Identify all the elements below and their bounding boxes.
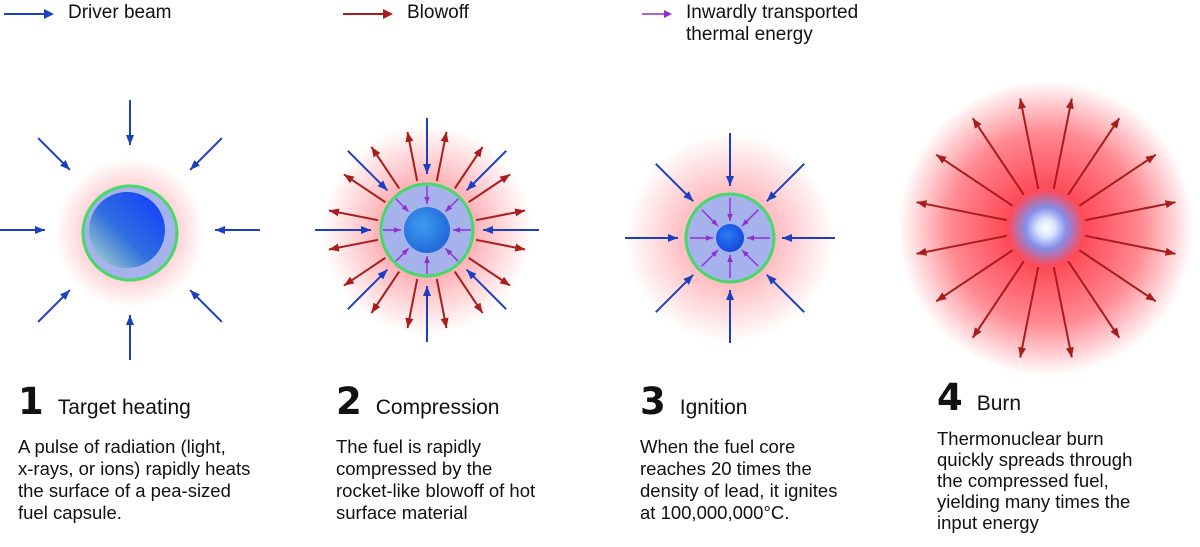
step-title: Ignition (679, 396, 748, 419)
blowoff-arrow (916, 200, 1007, 222)
step-description: When the fuel core reaches 20 times the … (640, 436, 838, 523)
blowoff-arrow (343, 173, 386, 204)
red-arrow-icon (343, 9, 393, 19)
blowoff-arrow (475, 208, 526, 222)
driver-beam-arrow (189, 137, 223, 171)
blowoff-arrow (1018, 267, 1040, 358)
step-1: 1 Target heating A pulse of radiation (l… (18, 382, 250, 524)
step-description: Thermonuclear burn quickly spreads throu… (937, 428, 1133, 533)
step-4: 4 Burn Thermonuclear burn quickly spread… (937, 376, 1133, 534)
thermal-arrow (395, 247, 410, 262)
driver-beam-arrow (37, 137, 71, 171)
legend-driver-beam: Driver beam (4, 2, 171, 24)
thermal-arrow (701, 249, 719, 267)
blue-arrow-icon (4, 9, 54, 19)
step-title: Target heating (57, 396, 191, 419)
legend-label: Driver beam (68, 2, 172, 23)
blowoff-arrow (370, 146, 401, 189)
stage-2-driver-beams (315, 118, 539, 342)
driver-beam-arrow (189, 289, 223, 323)
driver-beam-arrow (766, 274, 805, 313)
legend-blowoff: Blowoff (343, 2, 469, 24)
thermal-arrow (741, 249, 759, 267)
blowoff-arrow (916, 234, 1007, 256)
legend-label: Blowoff (407, 2, 469, 23)
driver-beam-arrow (766, 163, 805, 202)
blowoff-arrow (1085, 234, 1176, 256)
blowoff-arrow (435, 131, 449, 182)
blowoff-arrow (405, 278, 419, 329)
step-3: 3 Ignition When the fuel core reaches 20… (640, 382, 837, 524)
blowoff-arrow (971, 117, 1025, 196)
blowoff-arrow (328, 238, 379, 252)
step-title: Compression (375, 396, 500, 419)
driver-beam-arrow (465, 150, 507, 192)
stage-4-fireball (898, 80, 1194, 376)
stage-3-driver-beams (625, 133, 835, 343)
blowoff-arrow (468, 256, 511, 287)
driver-beam-arrow (655, 163, 694, 202)
purple-arrow-icon (642, 10, 672, 18)
step-description: The fuel is rapidly compressed by the ro… (336, 436, 536, 523)
stage-1-driver-beams (0, 100, 260, 360)
step-description: A pulse of radiation (light, x-rays, or … (18, 436, 251, 523)
legend-label: Inwardly transported thermal energy (686, 2, 859, 45)
driver-beam-arrow (655, 274, 694, 313)
stage-3-fuel-core (716, 224, 744, 252)
thermal-arrow (395, 198, 410, 213)
blowoff-arrow (971, 260, 1025, 339)
driver-beam-arrow (347, 268, 389, 310)
blowoff-arrow (405, 131, 419, 182)
thermal-arrow (444, 198, 459, 213)
blowoff-arrow (1067, 117, 1121, 196)
driver-beam-arrow (37, 289, 71, 323)
stage-1-fuel (89, 192, 165, 268)
stage-1-target-heating (0, 100, 260, 360)
blowoff-arrow (935, 249, 1014, 303)
blowoff-arrow (1067, 260, 1121, 339)
thermal-arrow (701, 209, 719, 227)
stage-3-ignition (625, 133, 835, 343)
stage-4-burn (898, 80, 1194, 376)
blowoff-arrow (343, 256, 386, 287)
legend-thermal-energy: Inwardly transported thermal energy (642, 2, 858, 46)
blowoff-arrow (328, 208, 379, 222)
blowoff-arrow (453, 271, 484, 314)
blowoff-arrow (453, 146, 484, 189)
step-number: 2 (336, 380, 362, 423)
blowoff-arrow (370, 271, 401, 314)
stage-2-blowoff-arrows (328, 131, 526, 329)
blowoff-arrow (935, 153, 1014, 207)
step-number: 3 (640, 380, 666, 423)
step-2: 2 Compression The fuel is rapidly compre… (336, 382, 535, 524)
step-number: 4 (937, 376, 963, 419)
blowoff-arrow (475, 238, 526, 252)
stage-2-fuel-core (404, 207, 450, 253)
diagram-canvas (0, 80, 1194, 376)
blowoff-arrow (1052, 98, 1074, 189)
stage-4-blowoff-arrows (916, 98, 1176, 358)
stage-2-thermal-arrows (383, 186, 471, 274)
driver-beam-arrow (465, 268, 507, 310)
blowoff-arrow (1018, 98, 1040, 189)
thermal-arrow (741, 209, 759, 227)
blowoff-arrow (1085, 200, 1176, 222)
blowoff-arrow (1078, 153, 1157, 207)
driver-beam-arrow (347, 150, 389, 192)
blowoff-arrow (1078, 249, 1157, 303)
blowoff-arrow (435, 278, 449, 329)
stage-3-thermal-arrows (690, 198, 770, 278)
blowoff-arrow (1052, 267, 1074, 358)
stage-2-compression (315, 118, 539, 342)
step-title: Burn (976, 392, 1022, 415)
thermal-arrow (444, 247, 459, 262)
step-number: 1 (18, 380, 44, 423)
blowoff-arrow (468, 173, 511, 204)
